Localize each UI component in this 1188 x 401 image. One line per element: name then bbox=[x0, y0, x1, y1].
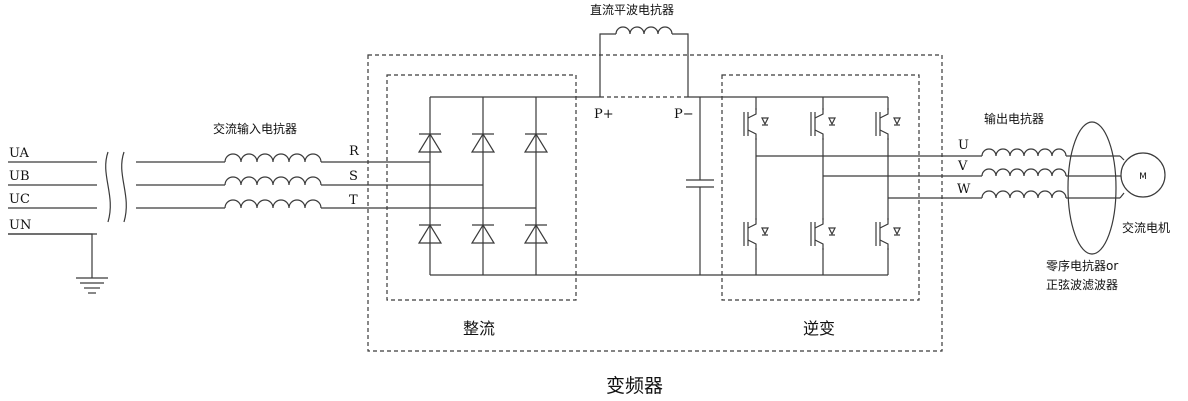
igbt-icon bbox=[874, 218, 904, 250]
output-reactor-label: 输出电抗器 bbox=[984, 111, 1044, 126]
terminal-t: T bbox=[349, 193, 358, 208]
rectifier-label: 整流 bbox=[463, 319, 495, 338]
igbt-icon bbox=[874, 108, 904, 140]
terminal-w: W bbox=[957, 182, 971, 197]
motor-label: 交流电机 bbox=[1122, 220, 1170, 235]
p-minus-label: P− bbox=[674, 107, 694, 122]
igbt-icon bbox=[742, 108, 772, 140]
dc-reactor-label: 直流平波电抗器 bbox=[590, 2, 674, 17]
diode-icon bbox=[417, 223, 443, 244]
terminal-u: U bbox=[958, 138, 969, 153]
inverter-bridge bbox=[755, 97, 982, 275]
supply-lines bbox=[8, 151, 225, 294]
diode-icon bbox=[523, 132, 549, 153]
terminal-v: V bbox=[957, 159, 968, 174]
line-break-mark bbox=[121, 151, 127, 223]
p-plus-label: P+ bbox=[594, 107, 614, 122]
zero-seq-label-1: 零序电抗器or bbox=[1046, 258, 1118, 273]
rectifier-bridge bbox=[417, 96, 888, 276]
terminal-s: S bbox=[349, 169, 358, 184]
diode-icon bbox=[417, 132, 443, 153]
supply-label-uc: UC bbox=[9, 192, 30, 207]
motor-symbol: M bbox=[1139, 172, 1147, 182]
inverter-label: 逆变 bbox=[803, 319, 835, 338]
terminal-r: R bbox=[349, 144, 360, 159]
output-reactor-coils bbox=[981, 148, 1120, 199]
vfd-title: 变频器 bbox=[606, 375, 663, 397]
zero-seq-label-2: 正弦波滤波器 bbox=[1046, 277, 1118, 292]
input-reactor-label: 交流输入电抗器 bbox=[213, 121, 297, 136]
igbt-icon bbox=[809, 218, 839, 250]
diode-icon bbox=[523, 223, 549, 244]
vfd-boundary bbox=[367, 54, 943, 352]
motor-icon bbox=[1119, 152, 1166, 199]
rectifier-boundary bbox=[386, 74, 577, 301]
supply-label-ub: UB bbox=[9, 169, 30, 184]
neutral-line bbox=[8, 233, 93, 278]
diode-icon bbox=[470, 132, 496, 153]
igbt-icon bbox=[809, 108, 839, 140]
igbt-icon bbox=[742, 218, 772, 250]
ground-icon bbox=[76, 277, 108, 294]
supply-label-un: UN bbox=[9, 218, 31, 233]
supply-label-ua: UA bbox=[9, 146, 30, 161]
diode-icon bbox=[470, 223, 496, 244]
inverter-boundary bbox=[721, 74, 920, 301]
line-break-mark bbox=[105, 151, 111, 223]
dc-link bbox=[599, 26, 888, 275]
input-reactor-coils bbox=[224, 153, 322, 209]
zero-sequence-reactor bbox=[1067, 121, 1117, 255]
